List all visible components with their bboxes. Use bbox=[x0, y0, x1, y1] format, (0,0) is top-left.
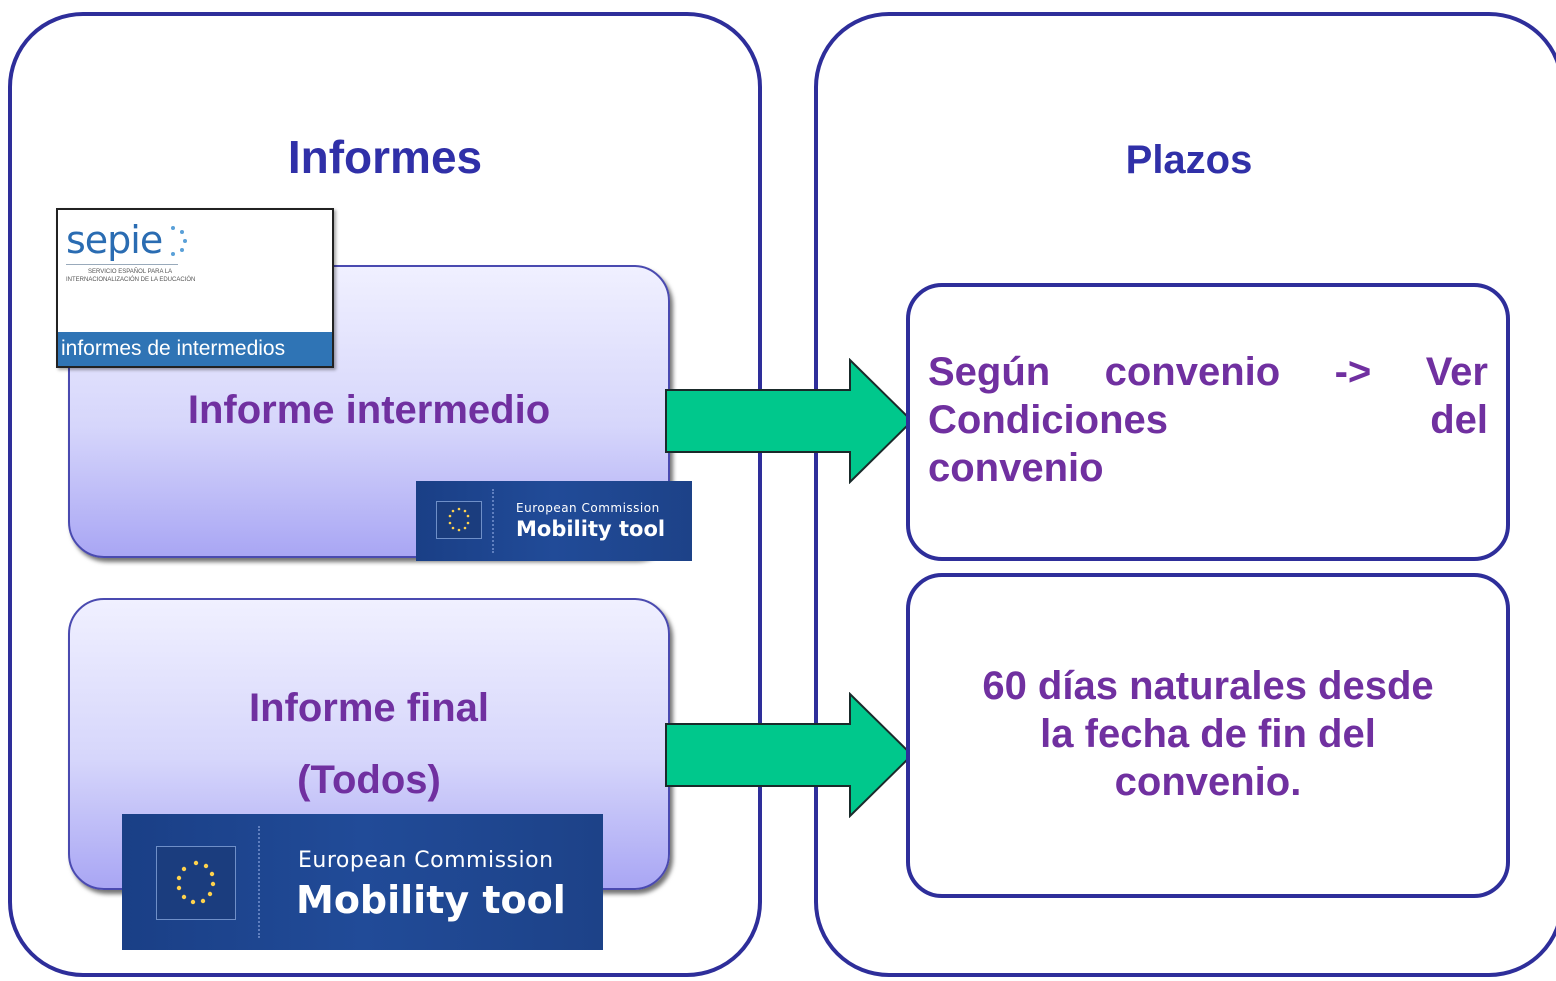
text-word: Ver bbox=[1425, 350, 1488, 394]
text-word: Según bbox=[928, 350, 1051, 394]
informe-final-subtitle: (Todos) bbox=[297, 758, 441, 802]
informe-final-title: Informe final bbox=[248, 686, 490, 730]
banner-divider bbox=[258, 826, 260, 938]
plazo-final-line-2: la fecha de fin del bbox=[1040, 712, 1376, 756]
text-word: convenio bbox=[928, 446, 1104, 490]
text-word: Condiciones bbox=[928, 398, 1169, 442]
mobility-tool-banner-small: European Commission Mobility tool bbox=[416, 481, 692, 561]
informe-intermedio-title: Informe intermedio bbox=[187, 388, 551, 432]
plazo-intermedio-line-2: Condiciones del bbox=[928, 398, 1488, 443]
eu-flag-icon bbox=[436, 501, 482, 539]
informes-heading: Informes bbox=[287, 131, 483, 183]
right-arrow-icon bbox=[665, 358, 914, 484]
banner-mobility-tool-label: Mobility tool bbox=[516, 517, 666, 541]
banner-ec-label: European Commission bbox=[516, 501, 660, 515]
banner-ec-label: European Commission bbox=[298, 848, 554, 873]
sepie-card: sepie SERVICIO ESPAÑOL PARA LA INTERNACI… bbox=[56, 208, 334, 368]
text-word: del bbox=[1430, 398, 1488, 442]
plazo-final-line-3: convenio. bbox=[1114, 760, 1302, 804]
banner-divider bbox=[492, 489, 494, 553]
eu-flag-icon bbox=[156, 846, 236, 920]
banner-mobility-tool-label: Mobility tool bbox=[296, 878, 566, 922]
sepie-dots-icon bbox=[171, 226, 187, 256]
plazos-heading: Plazos bbox=[1125, 138, 1253, 182]
text-word: convenio bbox=[1104, 350, 1281, 394]
text-word: -> bbox=[1334, 350, 1372, 394]
plazo-intermedio-line-1: Según convenio -> Ver bbox=[928, 350, 1488, 395]
plazo-final-line-1: 60 días naturales desde bbox=[982, 664, 1434, 708]
sepie-logo: sepie bbox=[66, 218, 163, 262]
sepie-bar: informes de intermedios bbox=[58, 332, 332, 366]
plazo-intermedio-line-3: convenio bbox=[928, 446, 1488, 491]
plazo-final-box bbox=[906, 573, 1510, 898]
sepie-divider bbox=[66, 264, 178, 265]
plazo-intermedio-box bbox=[906, 283, 1510, 561]
right-arrow-icon bbox=[665, 692, 914, 818]
mobility-tool-banner-large: European Commission Mobility tool bbox=[122, 814, 603, 950]
sepie-subtitle: SERVICIO ESPAÑOL PARA LA INTERNACIONALIZ… bbox=[66, 269, 196, 283]
